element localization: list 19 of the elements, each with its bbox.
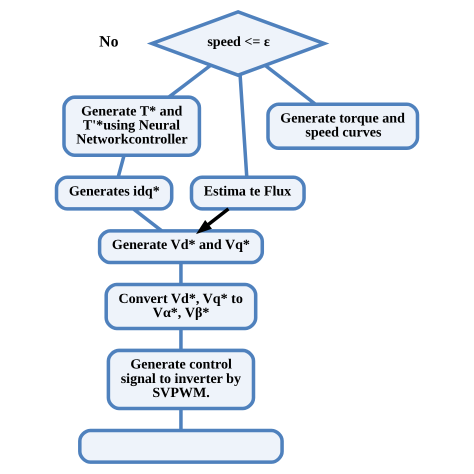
connector <box>179 328 183 350</box>
label: No <box>99 34 118 51</box>
node-box: Generate Vd* and Vq* <box>98 229 264 264</box>
connector <box>116 154 126 178</box>
connector <box>132 208 163 232</box>
connector <box>264 64 316 106</box>
connector <box>179 408 183 430</box>
connector <box>238 74 249 177</box>
node-box: Generates idq* <box>54 175 174 211</box>
arrow <box>196 208 230 234</box>
node-box <box>78 428 284 464</box>
connector <box>179 262 183 284</box>
node-box: Convert Vd*, Vq* to Vα*, Vβ* <box>104 282 258 330</box>
connector <box>168 64 212 98</box>
node-box: Generate torque and speed curves <box>266 102 420 150</box>
node-diamond: speed <= ε <box>146 10 330 78</box>
node-box: Estima te Flux <box>190 175 306 211</box>
node-box: Generate T* and T'*using Neural Networkcontroller <box>62 95 202 157</box>
node-box: Generate control signal to inverter by SVPWM. <box>106 348 256 410</box>
